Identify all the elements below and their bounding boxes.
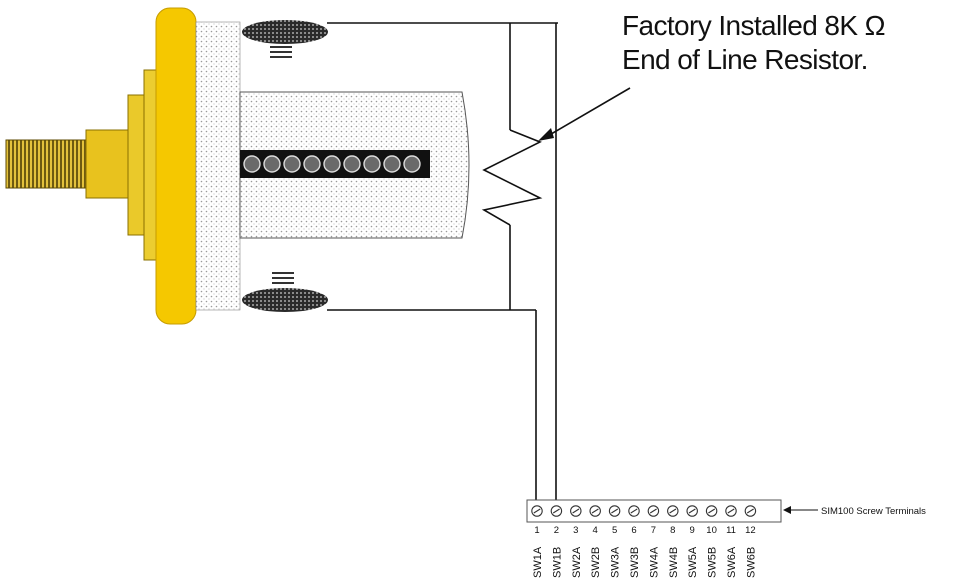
terminal-name-sw3a: SW3A: [610, 546, 622, 578]
screw-terminal-3: [570, 505, 582, 517]
terminal-name-sw2b: SW2B: [590, 547, 602, 578]
switch-contact: [303, 155, 321, 173]
resistor-symbol: [481, 129, 543, 226]
top-terminal-cap: [242, 20, 328, 58]
switch-contact: [383, 155, 401, 173]
terminal-number-5: 5: [612, 525, 617, 536]
screw-terminal-2: [550, 505, 563, 517]
terminal-name-sw1a: SW1A: [532, 546, 544, 578]
screw-terminal-10: [705, 505, 718, 517]
terminal-name-sw4b: SW4B: [668, 547, 680, 578]
screw-terminal-8: [667, 505, 679, 517]
terminal-name-sw3b: SW3B: [629, 547, 641, 578]
terminal-number-2: 2: [554, 525, 559, 536]
switch-contact: [363, 155, 381, 173]
terminal-number-10: 10: [706, 525, 717, 536]
terminal-name-sw6a: SW6A: [726, 546, 738, 578]
terminal-name-sw1b: SW1B: [551, 547, 563, 578]
switch-contact: [263, 155, 281, 173]
switch-contact: [243, 155, 261, 173]
terminal-number-6: 6: [631, 525, 636, 536]
terminal-number-1: 1: [534, 525, 539, 536]
switch-contact: [283, 155, 301, 173]
switch-contact: [343, 155, 361, 173]
terminal-label-arrow: [783, 506, 818, 514]
threaded-stem: [5, 139, 87, 189]
switch-element: [240, 150, 430, 178]
terminal-name-sw2a: SW2A: [571, 546, 583, 578]
switch-contact: [403, 155, 421, 173]
mounting-flange: [155, 7, 197, 325]
terminal-name-sw4a: SW4A: [648, 546, 660, 578]
terminal-number-12: 12: [745, 525, 756, 536]
screw-terminal-5: [608, 505, 621, 517]
terminal-block: [526, 499, 782, 523]
terminal-number-11: 11: [726, 525, 736, 536]
terminal-name-sw5a: SW5A: [687, 546, 699, 578]
screw-terminal-9: [686, 505, 698, 517]
callout-line-1: Factory Installed 8K Ω: [622, 10, 886, 41]
terminal-block-label: SIM100 Screw Terminals: [821, 506, 926, 517]
terminal-number-9: 9: [690, 525, 695, 536]
screw-terminal-11: [725, 505, 737, 517]
screw-terminal-6: [628, 505, 640, 517]
terminal-number-3: 3: [573, 525, 578, 536]
terminal-name-sw6b: SW6B: [745, 547, 757, 578]
screw-terminal-7: [647, 505, 660, 517]
housing-neck: [195, 21, 241, 311]
callout-arrow: [538, 87, 631, 141]
callout-line-2: End of Line Resistor.: [622, 44, 868, 75]
terminal-number-7: 7: [651, 525, 656, 536]
wiring: [327, 22, 558, 510]
terminal-number-4: 4: [593, 525, 598, 536]
brass-fitting: [85, 69, 161, 261]
switch-contact: [323, 155, 341, 173]
screw-terminal-12: [744, 505, 757, 517]
terminal-number-8: 8: [670, 525, 675, 536]
bottom-terminal-cap: [242, 272, 328, 312]
terminal-name-sw5b: SW5B: [707, 547, 719, 578]
screw-terminal-1: [531, 505, 543, 517]
screw-terminal-4: [589, 505, 601, 517]
